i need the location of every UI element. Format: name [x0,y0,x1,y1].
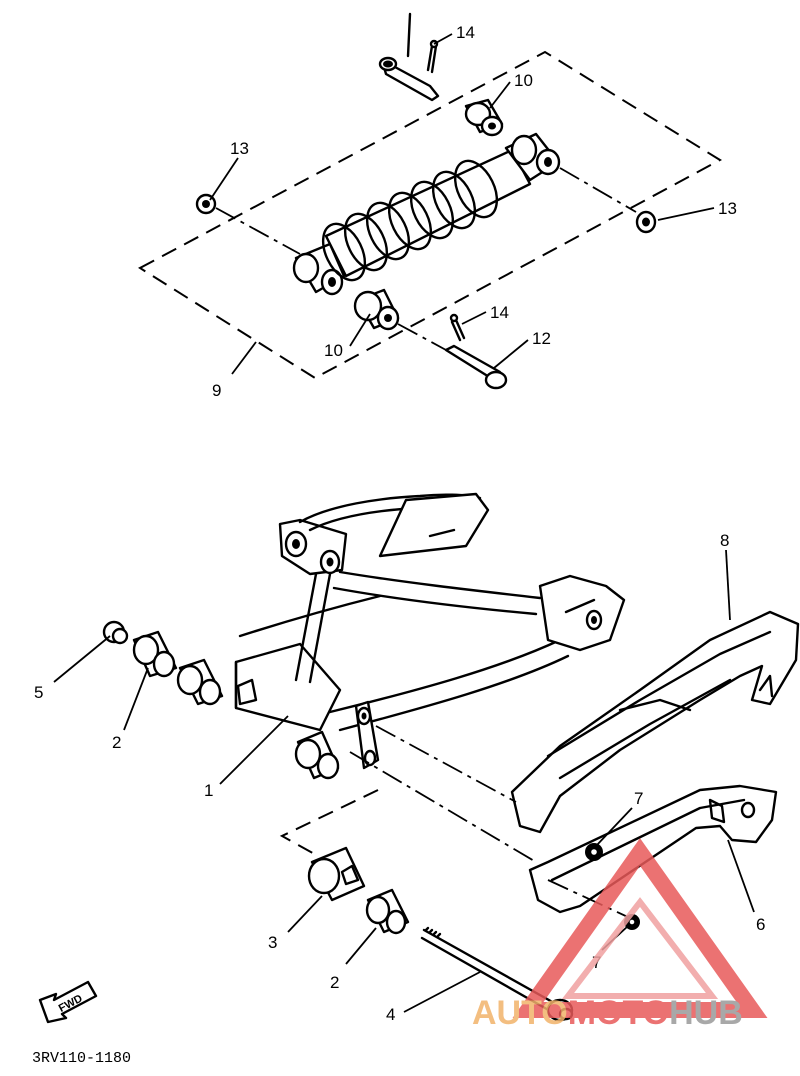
callout-1: 1 [204,781,213,800]
callout-13-right: 13 [718,199,737,218]
lower-bolt [444,344,508,390]
rear-shock-assembly [138,12,722,390]
pivot-bushing-left [176,658,224,706]
lower-bushing [353,288,400,331]
callout-10-upper: 10 [514,71,533,90]
callout-8: 8 [720,531,729,550]
rear-axle-plate [538,574,626,652]
callout-2-lower: 2 [330,973,339,992]
watermark-hub: HUB [669,994,743,1032]
rear-swingarm [234,492,626,770]
shock-absorber [292,132,561,296]
callout-13-left: 13 [230,139,249,158]
pivot-nut [102,620,129,645]
callout-5: 5 [34,683,43,702]
upper-cotter-pin [426,39,439,74]
bushing-large [307,846,366,902]
watermark-text: AUTOMOTOHUB [472,994,743,1032]
lower-cotter-pin [449,313,466,342]
right-washer [635,210,657,234]
chain-guard-bracket [528,784,778,914]
automotohub-watermark: AUTOMOTOHUB [472,838,768,1032]
callout-7-upper: 7 [634,789,643,808]
callout-6: 6 [756,915,765,934]
shock-assembly-boundary [138,50,722,380]
callout-3: 3 [268,933,277,952]
upper-rear-plate [378,492,490,558]
watermark-triangle-logo [512,838,768,1018]
bushing-small-lower [365,888,410,935]
callout-12: 12 [532,329,551,348]
callout-9: 9 [212,381,221,400]
callout-4: 4 [386,1005,395,1024]
watermark-moto: MOTO [568,994,669,1032]
assembly-phantom-lines [349,725,631,919]
bushing-group-bracket [279,789,379,857]
callout-leaders [53,33,755,1013]
upper-bolt [378,12,440,102]
callout-2-upper: 2 [112,733,121,752]
drawing-code: 3RV110-1180 [32,1050,131,1067]
watermark-auto: AUTO [472,994,568,1032]
upper-bushing [464,98,504,137]
chain-case [510,610,800,834]
callout-14-upper: 14 [456,23,475,42]
forward-direction-arrow: FWD [38,980,98,1024]
callout-10-lower: 10 [324,341,343,360]
callout-14-lower: 14 [490,303,509,322]
chain-guard-bolt-upper [585,843,603,861]
pivot-bushing-front [132,630,178,678]
shock-spring-coils [321,159,499,282]
pivot-bushing-right [294,730,340,780]
